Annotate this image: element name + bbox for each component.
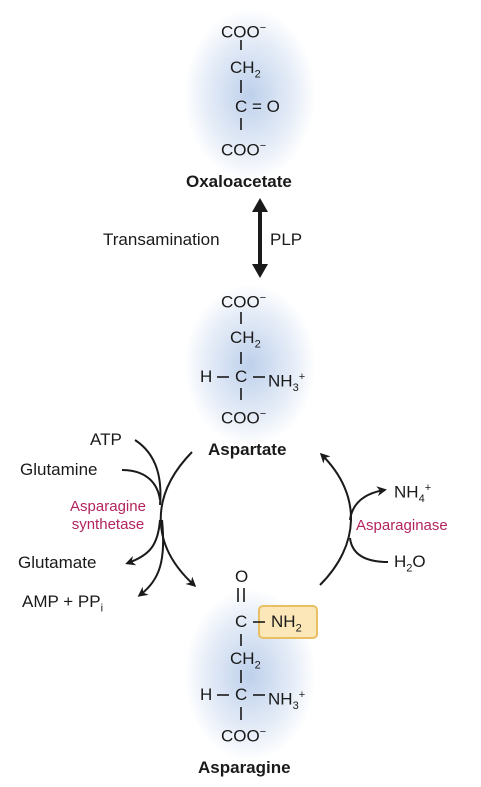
aspartate-alpha-c: C (235, 367, 248, 386)
aspartate-bonds (217, 312, 265, 400)
aspartate-coo-top: COO− (221, 292, 267, 312)
nh4-label: NH4+ (394, 482, 432, 506)
aspartate-glow (185, 285, 315, 445)
nh4-output-curve (349, 486, 387, 521)
amp-ppi-label: AMP + PPi (22, 592, 104, 615)
oxaloacetate-carbonyl-c: C (235, 97, 248, 116)
h2o-label: H2O (394, 552, 426, 575)
aspartate-nh3: NH3+ (268, 371, 306, 395)
aspartate-ch2: CH2 (230, 328, 261, 351)
asparaginase-main-arrow (319, 452, 352, 586)
h2o-input-curve (349, 537, 389, 563)
plp-label: PLP (270, 230, 303, 249)
asparagine-name: Asparagine (198, 758, 291, 777)
aspartate-name: Aspartate (208, 440, 287, 459)
asparagine-nh3: NH3+ (268, 689, 306, 713)
asparagine-synthetase-label: Asparagine synthetase (70, 498, 146, 533)
glutamate-label: Glutamate (18, 553, 97, 572)
oxaloacetate-ch2: CH2 (230, 58, 261, 81)
oxaloacetate-coo-bottom: COO− (221, 140, 267, 160)
aspartate-h: H (200, 367, 213, 386)
glutamate-output-curve (125, 519, 161, 566)
synthetase-main-arrow (159, 451, 197, 588)
amide-highlight-box (258, 605, 318, 639)
transamination-label: Transamination (103, 230, 220, 249)
asparagine-h: H (200, 685, 213, 704)
asparagine-carbonyl-o: O (235, 567, 249, 586)
glutamine-input-curve (121, 469, 161, 501)
asparagine-ch2: CH2 (230, 649, 261, 672)
oxaloacetate-coo-top: COO− (221, 22, 267, 42)
asparagine-coo-bottom: COO− (221, 726, 267, 746)
glutamine-label: Glutamine (20, 460, 98, 479)
amp-output-curve (137, 519, 165, 597)
asparaginase-label: Asparaginase (356, 517, 448, 534)
oxaloacetate-carbonyl-o: = O (252, 97, 280, 116)
asparagine-bonds (217, 588, 265, 720)
aspartate-coo-bottom: COO− (221, 408, 267, 428)
asparagine-nh2: NH2 (271, 612, 302, 635)
asparagine-amide-c: C (235, 612, 248, 631)
oxaloacetate-glow (185, 10, 315, 180)
asparagine-alpha-c: C (235, 685, 248, 704)
transamination-arrow (252, 198, 268, 278)
atp-label: ATP (90, 430, 122, 449)
oxaloacetate-name: Oxaloacetate (186, 172, 292, 191)
